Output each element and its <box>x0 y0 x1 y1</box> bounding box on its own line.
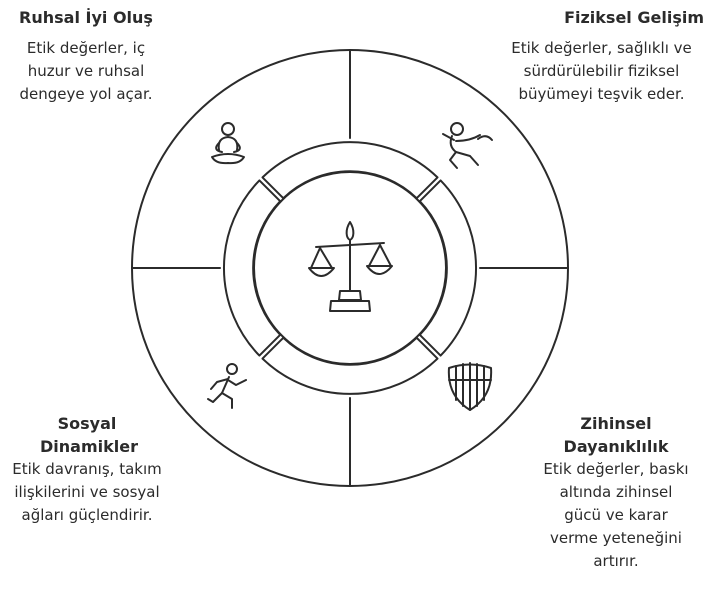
quadrant-description: Etik davranış, takım ilişkilerini ve sos… <box>12 460 162 524</box>
arc-segment-right <box>418 179 477 357</box>
arc-segment-left <box>223 179 282 357</box>
karate-icon <box>442 122 493 169</box>
shield-icon <box>447 362 493 411</box>
quadrant-title: Sosyal Dinamikler <box>40 414 138 456</box>
quadrant-spiritual: Ruhsal İyi Oluş Etik değerler, iç huzur … <box>4 6 168 106</box>
quadrant-description: Etik değerler, baskı altında zihinsel gü… <box>543 460 689 570</box>
balance-scale-icon <box>308 221 393 312</box>
quadrant-title: Fiziksel Gelişim <box>564 8 704 27</box>
quadrant-title: Ruhsal İyi Oluş <box>19 8 153 27</box>
quadrant-description: Etik değerler, sağlıklı ve sürdürülebili… <box>511 39 692 103</box>
running-icon <box>207 363 247 409</box>
quadrant-title: Zihinsel Dayanıklılık <box>563 414 669 456</box>
quadrant-social: Sosyal Dinamikler Etik davranış, takım i… <box>2 412 172 527</box>
arc-segment-top <box>261 141 439 200</box>
meditation-icon <box>211 122 245 165</box>
quadrant-mental: Zihinsel Dayanıklılık Etik değerler, bas… <box>528 412 704 573</box>
quadrant-physical: Fiziksel Gelişim Etik değerler, sağlıklı… <box>499 6 704 106</box>
arc-segment-bottom <box>261 336 439 395</box>
quadrant-description: Etik değerler, iç huzur ve ruhsal dengey… <box>19 39 153 103</box>
